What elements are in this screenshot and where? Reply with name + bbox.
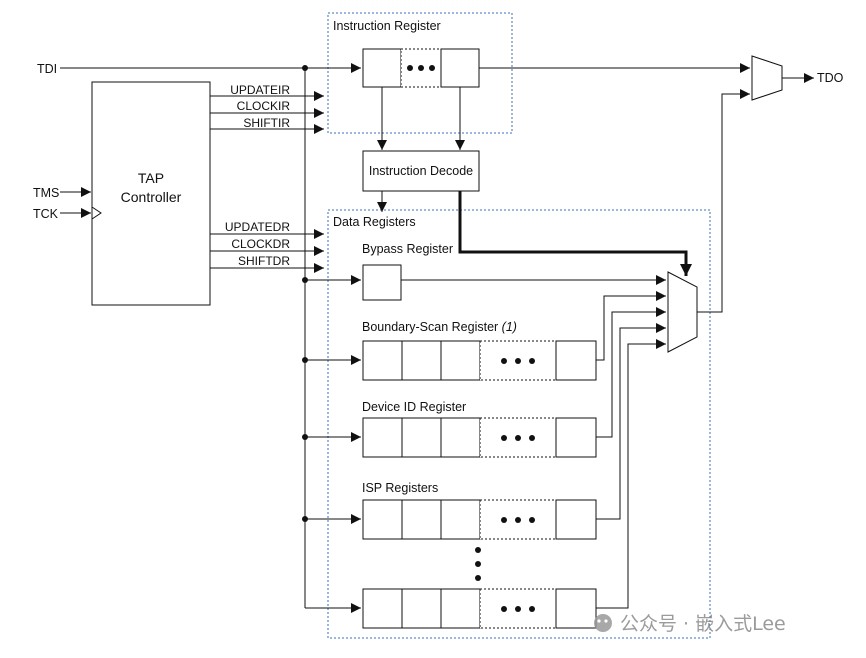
bypass-register-label: Bypass Register bbox=[362, 242, 453, 256]
boundary-scan-register-cells bbox=[362, 340, 597, 381]
device-id-register-label: Device ID Register bbox=[362, 400, 466, 414]
boundary-scan-register-label: Boundary-Scan Register (1) bbox=[362, 320, 517, 334]
tms-label: TMS bbox=[33, 186, 59, 200]
updateir-label: UPDATEIR bbox=[230, 83, 290, 97]
bypass-register-cell bbox=[362, 264, 402, 301]
tap-controller-title-1: TAP bbox=[138, 170, 164, 186]
shiftdr-label: SHIFTDR bbox=[238, 254, 290, 268]
device-id-register-cells bbox=[362, 417, 597, 458]
clockir-label: CLOCKIR bbox=[237, 99, 291, 113]
clockdr-label: CLOCKDR bbox=[231, 237, 290, 251]
vertical-ellipsis bbox=[475, 547, 481, 581]
last-register-cells bbox=[362, 588, 597, 629]
ellipsis-dot bbox=[407, 65, 413, 71]
data-registers-label: Data Registers bbox=[333, 215, 416, 229]
isp-to-mux-wire bbox=[596, 323, 666, 520]
instruction-decode-block bbox=[362, 150, 480, 192]
data-mux-to-output-mux-wire bbox=[697, 89, 750, 313]
watermark: 公众号 · 嵌入式Lee bbox=[594, 613, 786, 635]
instruction-register-label: Instruction Register bbox=[333, 19, 441, 33]
data-register-mux bbox=[667, 271, 698, 353]
tap-controller-block bbox=[91, 81, 211, 306]
boundary-scan-to-mux-wire bbox=[596, 291, 666, 361]
select-line bbox=[458, 191, 692, 276]
device-id-to-mux-wire bbox=[596, 307, 666, 438]
data-registers-boundary bbox=[327, 209, 711, 639]
tap-controller-title-2: Controller bbox=[121, 189, 182, 205]
ir-cell bbox=[440, 48, 480, 88]
junction-dot bbox=[302, 65, 308, 71]
shiftir-label: SHIFTIR bbox=[243, 116, 290, 130]
ellipsis-dot bbox=[429, 65, 435, 71]
instruction-register-boundary bbox=[327, 12, 513, 134]
instruction-decode-label: Instruction Decode bbox=[369, 164, 473, 178]
isp-register-cells bbox=[362, 499, 597, 540]
watermark-text: 公众号 · 嵌入式Lee bbox=[620, 613, 786, 635]
tdi-label: TDI bbox=[37, 62, 57, 76]
ellipsis-dot bbox=[418, 65, 424, 71]
isp-registers-label: ISP Registers bbox=[362, 481, 438, 495]
ir-cell bbox=[362, 48, 402, 88]
clock-input-triangle bbox=[91, 206, 102, 220]
last-register-to-mux-wire bbox=[596, 339, 666, 609]
output-mux bbox=[751, 55, 783, 101]
wechat-icon bbox=[594, 614, 612, 632]
tdo-label: TDO bbox=[817, 71, 844, 85]
tck-label: TCK bbox=[33, 207, 59, 221]
updatedr-label: UPDATEDR bbox=[225, 220, 290, 234]
